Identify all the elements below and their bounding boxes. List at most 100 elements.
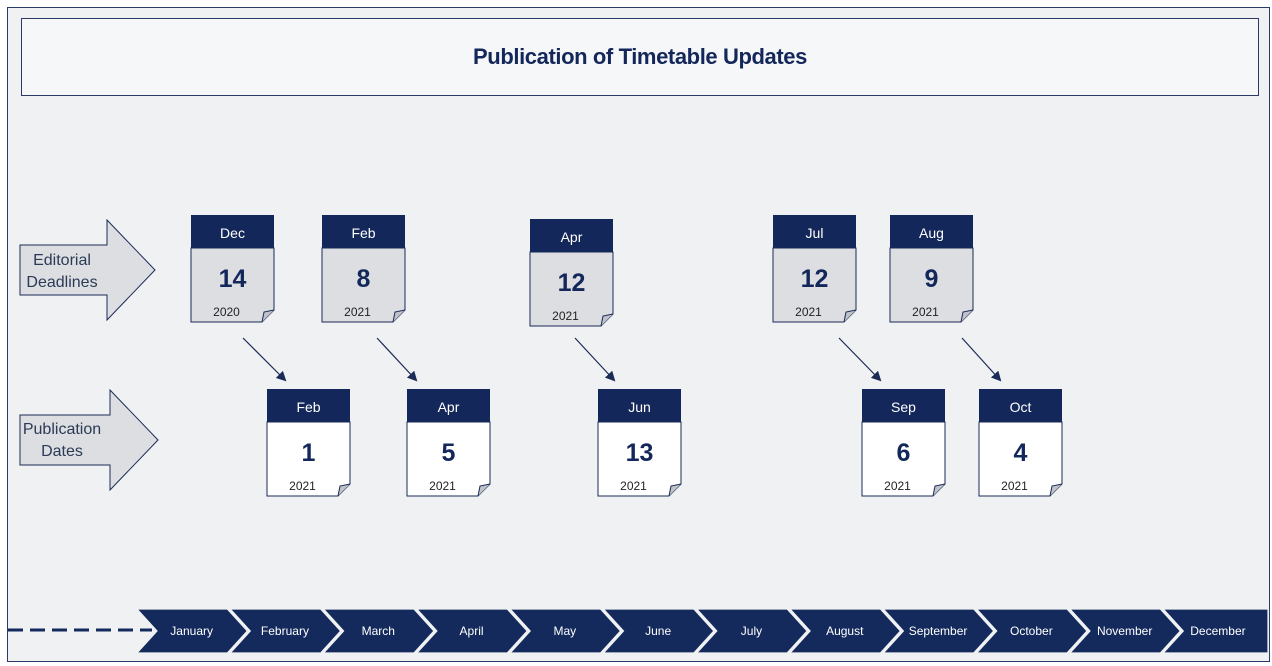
page-title: Publication of Timetable Updates: [473, 44, 807, 69]
page-fold: [477, 483, 491, 497]
page-fold: [337, 483, 351, 497]
card-year: 2021: [795, 305, 822, 319]
month-label: April: [460, 624, 484, 638]
chevron-shape: [508, 608, 622, 654]
card-year: 2021: [1001, 479, 1028, 493]
publication-dates-arrow: Publication Dates: [19, 388, 159, 492]
month-label: June: [645, 624, 671, 638]
deadline-card: Aug 9 2021: [889, 215, 974, 323]
deadline-to-publication-arrow: [574, 337, 616, 382]
publication-label-line2: Dates: [41, 443, 83, 460]
month-chevron: November: [1068, 608, 1182, 654]
chevron-shape: [228, 608, 342, 654]
page-fold: [1049, 483, 1063, 497]
month-chevron: January: [135, 608, 249, 654]
card-header: [862, 389, 945, 422]
page-fold: [261, 309, 275, 323]
card-month: Oct: [1010, 399, 1032, 415]
month-label: February: [261, 624, 309, 638]
month-label: September: [909, 624, 968, 638]
deadline-to-publication-arrow: [838, 337, 882, 382]
chevron-shape: [788, 608, 902, 654]
month-chevron: August: [788, 608, 902, 654]
card-month: Dec: [220, 225, 245, 241]
month-chevron: September: [882, 608, 995, 654]
card-year: 2021: [552, 309, 579, 323]
page-fold: [843, 309, 857, 323]
month-chevron: June: [602, 608, 715, 654]
month-chevron: March: [322, 608, 435, 654]
month-chevron: July: [695, 608, 808, 654]
chevron-shape: [415, 608, 529, 654]
page-fold: [392, 309, 406, 323]
month-chevron: April: [415, 608, 529, 654]
month-label: October: [1010, 624, 1053, 638]
card-header: [773, 215, 856, 248]
month-chevron: October: [975, 608, 1088, 654]
title-box: Publication of Timetable Updates: [21, 18, 1259, 96]
card-year: 2020: [213, 305, 240, 319]
card-month: Feb: [296, 399, 320, 415]
card-header: [890, 215, 973, 248]
deadline-to-publication-arrow: [961, 337, 1002, 382]
chevron-shape: [695, 608, 808, 654]
page-fold: [932, 483, 946, 497]
deadline-to-publication-arrow: [242, 337, 287, 382]
card-month: Aug: [919, 225, 944, 241]
chevron-shape: [135, 608, 249, 654]
card-month: Feb: [351, 225, 375, 241]
month-label: December: [1190, 624, 1245, 638]
publication-card: Oct 4 2021: [978, 389, 1063, 497]
month-chevron: December: [1161, 608, 1269, 654]
card-month: Jun: [628, 399, 651, 415]
month-chevron: February: [228, 608, 342, 654]
editorial-label-line1: Editorial: [33, 252, 91, 269]
card-day: 13: [626, 439, 654, 467]
card-year: 2021: [912, 305, 939, 319]
month-label: August: [826, 624, 864, 638]
month-timeline: January February March April May June July Augu…: [8, 608, 1269, 654]
card-year: 2021: [884, 479, 911, 493]
card-month: Apr: [561, 229, 583, 245]
card-year: 2021: [344, 305, 371, 319]
deadline-card: Dec 14 2020: [190, 215, 275, 323]
card-header: [979, 389, 1062, 422]
diagram-frame: Publication of Timetable Updates: [7, 7, 1270, 662]
card-day: 9: [925, 265, 939, 293]
month-chevron: May: [508, 608, 622, 654]
card-day: 6: [897, 439, 911, 467]
card-year: 2021: [429, 479, 456, 493]
card-day: 14: [219, 265, 247, 293]
card-year: 2021: [620, 479, 647, 493]
card-header: [598, 389, 681, 422]
card-header: [267, 389, 350, 422]
connector-arrows: [242, 337, 1002, 382]
card-header: [322, 215, 405, 248]
month-label: May: [554, 624, 577, 638]
card-day: 4: [1014, 439, 1028, 467]
card-day: 1: [302, 439, 316, 467]
card-day: 5: [442, 439, 456, 467]
card-day: 12: [558, 269, 586, 297]
card-header: [191, 215, 274, 248]
card-month: Apr: [438, 399, 460, 415]
month-label: March: [362, 624, 395, 638]
chevron-shape: [602, 608, 715, 654]
chevron-shape: [322, 608, 435, 654]
chevron-shape: [1161, 608, 1269, 654]
publication-card: Apr 5 2021: [406, 389, 491, 497]
month-label: July: [741, 624, 762, 638]
page-fold: [668, 483, 682, 497]
card-year: 2021: [289, 479, 316, 493]
month-label: November: [1097, 624, 1152, 638]
chevron-shape: [1068, 608, 1182, 654]
card-month: Sep: [891, 399, 916, 415]
page-fold: [960, 309, 974, 323]
editorial-label-line2: Deadlines: [26, 274, 97, 291]
page-fold: [600, 313, 614, 327]
publication-label-line1: Publication: [23, 421, 101, 438]
publication-card: Jun 13 2021: [597, 389, 682, 497]
calendar-cards: Dec142020Feb82021Apr122021Jul122021Aug92…: [190, 215, 1063, 497]
